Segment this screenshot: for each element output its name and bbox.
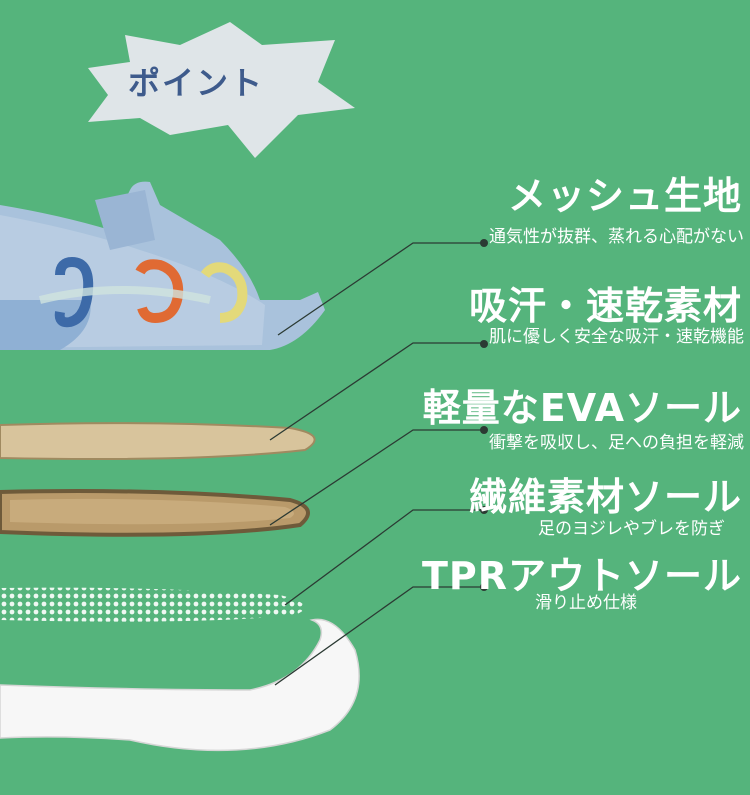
feature-title-tpr: TPRアウトソール xyxy=(421,554,742,598)
feature-title-fiber: 繊維素材ソール xyxy=(468,475,742,519)
leader-dots xyxy=(480,239,488,591)
eva-insole-image xyxy=(0,422,316,460)
point-badge-label: ポイント xyxy=(128,64,265,102)
feature-desc-eva: 衝撃を吸収し、足への負担を軽減 xyxy=(489,433,744,453)
starburst-badge-shape xyxy=(88,22,355,158)
leader-lines xyxy=(269,242,483,686)
feature-title-mesh: メッシュ生地 xyxy=(507,174,742,218)
mesh-layer-image xyxy=(0,587,305,622)
feature-title-eva: 軽量なEVAソール xyxy=(422,386,742,430)
feature-desc-tpr: 滑り止め仕様 xyxy=(535,593,637,613)
outsole-image xyxy=(0,618,360,752)
sandal-upper-image xyxy=(0,181,325,350)
feature-desc-fiber: 足のヨジレやブレを防ぎ xyxy=(538,519,725,539)
feature-title-sweat: 吸汗・速乾素材 xyxy=(468,284,742,328)
feature-desc-sweat: 肌に優しく安全な吸汗・速乾機能 xyxy=(489,327,744,347)
feature-desc-mesh: 通気性が抜群、蒸れる心配がない xyxy=(489,227,744,247)
